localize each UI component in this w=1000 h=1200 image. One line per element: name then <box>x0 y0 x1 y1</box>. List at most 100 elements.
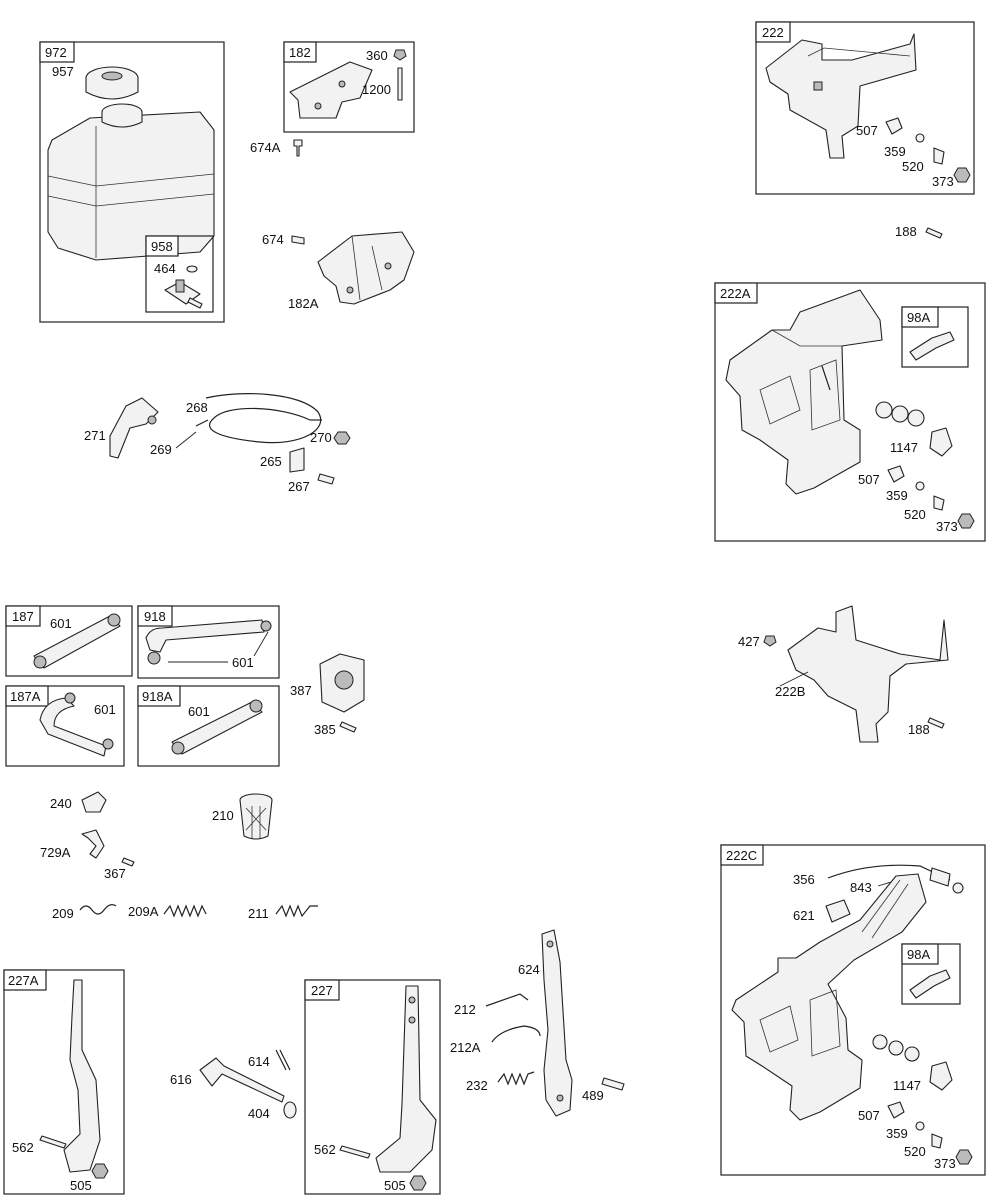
box-187-frame <box>5 605 133 677</box>
fuel-cap-957 <box>85 66 139 100</box>
box-187-tag <box>5 605 41 627</box>
clip-729A <box>81 829 105 859</box>
bracket-182A <box>317 231 415 305</box>
box-222A-label: 222A <box>720 286 751 301</box>
label-489: 489 <box>582 1088 604 1103</box>
label-209A: 209A <box>128 904 159 919</box>
governor-lever-227A <box>63 979 101 1173</box>
lever-227A-group: 227A 562 505 <box>3 969 125 1195</box>
screw-367 <box>121 857 135 867</box>
box-918-label: 918 <box>144 609 166 624</box>
panel-222A-group: 222A 98A 1147 507 359 520 373 <box>714 282 986 542</box>
label-601a: 601 <box>50 616 72 631</box>
stud-1200 <box>397 67 403 101</box>
label-505a: 505 <box>70 1178 92 1193</box>
bracket-182 <box>289 61 373 119</box>
bolt-489 <box>601 1077 625 1091</box>
spring-209A <box>163 904 207 918</box>
box-222C-label: 222C <box>726 848 757 863</box>
bracket-182A-group: 674 182A <box>262 231 415 311</box>
spring-211 <box>275 904 318 918</box>
box-98A-label-2: 98A <box>907 947 930 962</box>
washer-404 <box>283 1101 297 1119</box>
box-182-label: 182 <box>289 45 311 60</box>
screw-674A <box>293 139 303 157</box>
label-1200: 1200 <box>362 82 391 97</box>
box-972-frame <box>39 41 225 323</box>
panel-222C-group: 222C 356 843 621 98A 1147 507 359 520 37… <box>720 844 986 1176</box>
wire-356 <box>827 864 951 881</box>
nut-505-a <box>91 1163 109 1179</box>
label-232: 232 <box>466 1078 488 1093</box>
label-188a: 188 <box>895 224 917 239</box>
hose-187A-group: 187A 601 <box>5 685 125 767</box>
label-222B: 222B <box>775 684 805 699</box>
box-227A-tag <box>3 969 47 991</box>
label-385: 385 <box>314 722 336 737</box>
label-1147b: 1147 <box>893 1078 921 1093</box>
governor-lever-227 <box>375 985 437 1173</box>
clip-1147-b <box>929 1061 953 1091</box>
box-918-tag <box>137 605 173 627</box>
control-panel-222 <box>765 33 917 159</box>
cable-268 <box>205 393 322 444</box>
screw-385 <box>339 721 357 733</box>
label-360: 360 <box>366 48 388 63</box>
label-359a: 359 <box>884 144 906 159</box>
label-271: 271 <box>84 428 106 443</box>
box-187A-label: 187A <box>10 689 41 704</box>
label-211: 211 <box>248 906 269 921</box>
label-674: 674 <box>262 232 284 247</box>
label-507c: 507 <box>858 1108 880 1123</box>
label-614: 614 <box>248 1054 270 1069</box>
spring-209 <box>79 904 117 915</box>
label-621: 621 <box>793 908 815 923</box>
box-958-label: 958 <box>151 239 173 254</box>
label-601d: 601 <box>188 704 210 719</box>
box-958-frame <box>145 235 214 313</box>
panel-222-group: 222 507 359 520 373 <box>755 21 975 195</box>
label-373b: 373 <box>936 519 958 534</box>
link-212A <box>491 1025 541 1043</box>
box-98A-tag-1 <box>901 306 939 328</box>
label-507a: 507 <box>856 123 878 138</box>
box-227A-label: 227A <box>8 973 39 988</box>
label-1147a: 1147 <box>890 440 918 455</box>
label-367: 367 <box>104 866 126 881</box>
box-187A-frame <box>5 685 125 767</box>
box-187A-tag <box>5 685 49 707</box>
box-918A-frame <box>137 685 280 767</box>
label-562b: 562 <box>314 1142 336 1157</box>
bolt-562-b <box>339 1145 371 1159</box>
lever-624 <box>541 929 573 1117</box>
fuel-valve-958 <box>164 279 203 309</box>
panel-222B-group: 427 222B 188 <box>738 605 949 743</box>
hose-918-group: 918 601 <box>137 605 280 679</box>
hose-187A <box>39 697 107 757</box>
label-427: 427 <box>738 634 760 649</box>
box-222A-frame <box>714 282 986 542</box>
box-227-label: 227 <box>311 983 333 998</box>
nut-427 <box>763 635 777 647</box>
label-624: 624 <box>518 962 540 977</box>
box-182-frame <box>283 41 415 133</box>
label-373c: 373 <box>934 1156 956 1171</box>
hose-918 <box>145 619 265 653</box>
label-507b: 507 <box>858 472 880 487</box>
nut-360 <box>393 49 407 61</box>
hose-918A <box>171 701 263 755</box>
box-222-tag <box>755 21 791 43</box>
throttle-cable-group: 268 271 269 270 265 267 <box>84 393 351 494</box>
label-843: 843 <box>850 880 872 895</box>
label-210: 210 <box>212 808 234 823</box>
clip-621 <box>825 899 851 923</box>
label-188b: 188 <box>908 722 930 737</box>
clamp-265 <box>289 447 305 473</box>
box-222-frame <box>755 21 975 195</box>
lever-227-group: 227 562 505 <box>304 979 441 1195</box>
nut-505-b <box>409 1175 427 1191</box>
label-373a: 373 <box>932 174 954 189</box>
label-601b: 601 <box>232 655 254 670</box>
box-222-label: 222 <box>762 25 784 40</box>
